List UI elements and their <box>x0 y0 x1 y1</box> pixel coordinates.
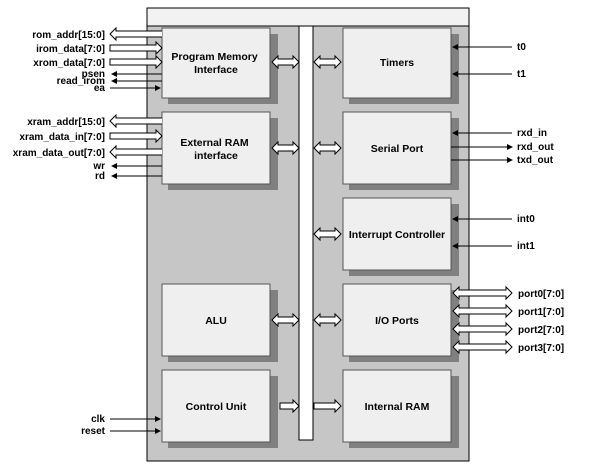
serial-port-label: Serial Port <box>371 143 424 155</box>
bus-arrow-control-unit <box>279 398 300 414</box>
signal-port0: port0[7:0] <box>452 285 564 301</box>
signal-t0: t0 <box>452 42 526 53</box>
reset-label: reset <box>81 426 106 437</box>
timers-label: Timers <box>380 57 414 69</box>
signal-reset: reset <box>81 426 161 437</box>
signal-xram-data-in: xram_data_in[7:0] <box>19 128 163 144</box>
bus-arrow-alu <box>271 312 300 328</box>
psen-label: psen <box>82 69 105 80</box>
signal-port3: port3[7:0] <box>452 339 564 355</box>
irom-data-label: irom_data[7:0] <box>36 44 105 55</box>
signal-int1: int1 <box>452 241 535 252</box>
signal-txd-out: txd_out <box>451 155 554 166</box>
signal-clk: clk <box>91 414 161 425</box>
control-unit-label: Control Unit <box>186 401 247 413</box>
signal-xram-data-out: xram_data_out[7:0] <box>13 144 162 160</box>
signal-rxd-in: rxd_in <box>452 128 547 139</box>
io-ports-label: I/O Ports <box>375 315 419 327</box>
internal-ram-block: Internal RAM <box>342 369 459 448</box>
bus-arrow-io-ports <box>313 312 342 328</box>
bus-arrow-external-ram <box>271 140 300 156</box>
txd-out-label: txd_out <box>517 155 554 166</box>
signal-wr: wr <box>92 161 162 172</box>
signal-irom-data: irom_data[7:0] <box>36 40 163 56</box>
ea-label: ea <box>94 83 106 94</box>
t0-label: t0 <box>517 42 526 53</box>
wr-label: wr <box>92 161 105 172</box>
bus-arrow-internal-ram <box>313 398 342 414</box>
xram-data-out-label: xram_data_out[7:0] <box>13 148 105 159</box>
port1-label: port1[7:0] <box>518 307 564 318</box>
signal-xram-addr: xram_addr[15:0] <box>27 113 162 129</box>
program-memory-label-1: Program Memory <box>171 51 258 63</box>
internal-ram-label: Internal RAM <box>365 401 430 413</box>
svg-text:External RAM interface: External RAM interface <box>180 137 251 162</box>
interrupt-controller-label: Interrupt Controller <box>349 229 445 241</box>
control-unit-block: Control Unit <box>161 369 278 448</box>
signal-port2: port2[7:0] <box>452 321 564 337</box>
signal-psen: psen <box>82 69 162 80</box>
read-irom-label: read_irom <box>57 76 105 87</box>
xram-addr-label: xram_addr[15:0] <box>27 117 105 128</box>
signal-rom-addr: rom_addr[15:0] <box>32 26 162 42</box>
bus-arrow-interrupt-controller <box>313 226 342 242</box>
serial-port-block: Serial Port <box>342 111 459 190</box>
external-ram-label-1: External RAM <box>180 137 249 149</box>
t1-label: t1 <box>517 69 526 80</box>
chip-top-band <box>146 7 470 27</box>
bus-arrow-timers <box>313 54 342 70</box>
signal-ea: ea <box>94 83 161 94</box>
alu-block: ALU <box>161 283 278 362</box>
svg-text:Program Memory Interface: Program Memory Interface <box>171 51 260 76</box>
rom-addr-label: rom_addr[15:0] <box>32 30 105 41</box>
program-memory-label-2: Interface <box>194 64 238 76</box>
signal-xrom-data: xrom_data[7:0] <box>33 54 163 70</box>
program-memory-block: Program Memory Interface <box>161 27 278 104</box>
signal-int0: int0 <box>452 214 535 225</box>
external-ram-block: External RAM interface <box>161 111 278 190</box>
alu-label: ALU <box>205 315 227 327</box>
interrupt-controller-block: Interrupt Controller <box>342 197 459 276</box>
rd-label: rd <box>95 171 105 182</box>
int0-label: int0 <box>517 214 535 225</box>
signal-rxd-out: rxd_out <box>451 142 554 153</box>
timers-block: Timers <box>342 27 459 104</box>
signal-t1: t1 <box>452 69 526 80</box>
signal-rd: rd <box>95 171 162 182</box>
clk-label: clk <box>91 414 105 425</box>
bus-arrow-serial-port <box>313 140 342 156</box>
int1-label: int1 <box>517 241 535 252</box>
rxd-in-label: rxd_in <box>517 128 547 139</box>
rxd-out-label: rxd_out <box>517 142 554 153</box>
port2-label: port2[7:0] <box>518 325 564 336</box>
external-ram-label-2: interface <box>194 150 238 162</box>
port0-label: port0[7:0] <box>518 289 564 300</box>
io-ports-block: I/O Ports <box>342 283 459 362</box>
port3-label: port3[7:0] <box>518 343 564 354</box>
xram-data-in-label: xram_data_in[7:0] <box>19 132 105 143</box>
internal-bus <box>298 25 314 441</box>
signal-port1: port1[7:0] <box>452 303 564 319</box>
xrom-data-label: xrom_data[7:0] <box>33 58 105 69</box>
signal-read-irom: read_irom <box>57 76 162 87</box>
bus-arrow-program-memory <box>271 54 300 70</box>
